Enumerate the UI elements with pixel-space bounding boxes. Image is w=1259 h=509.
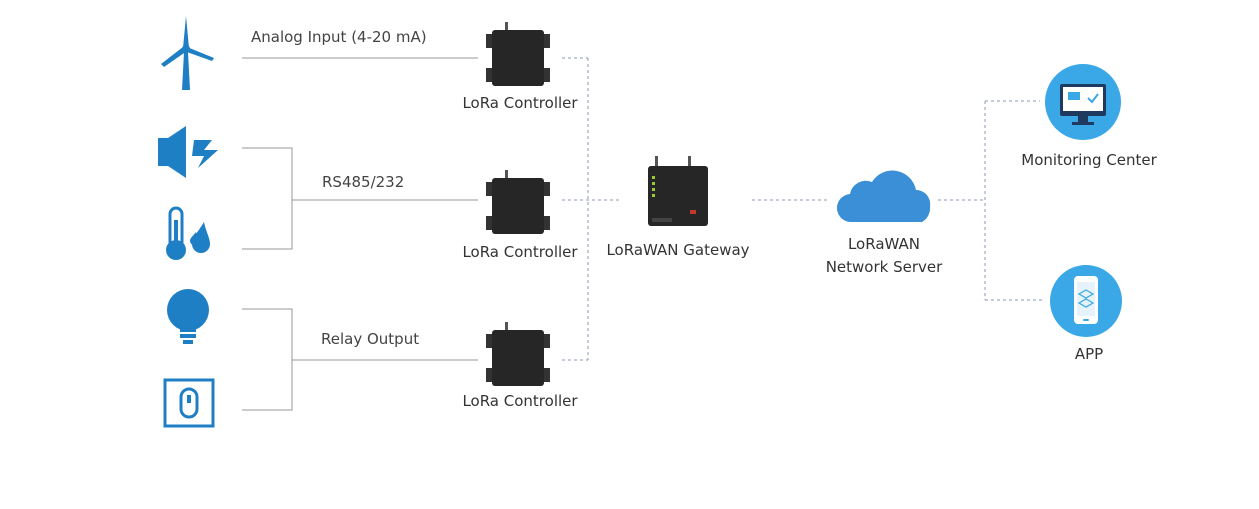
- analog-input-label: Analog Input (4-20 mA): [251, 28, 427, 46]
- gateway-label: LoRaWAN Gateway: [606, 241, 750, 259]
- relay-output-label: Relay Output: [321, 330, 420, 348]
- dashed-links: [562, 57, 1045, 361]
- lora-controller-3-device: [486, 322, 550, 386]
- thermometer-humidity-icon: [166, 206, 210, 260]
- controller-1-label: LoRa Controller: [462, 94, 578, 112]
- wind-turbine-icon: [161, 16, 214, 90]
- server-label-line1: LoRaWAN: [847, 235, 921, 253]
- monitor-icon: [1045, 64, 1121, 140]
- connection-lines: [242, 57, 478, 411]
- relay-bracket: [242, 308, 293, 411]
- lorawan-gateway-device: [648, 156, 708, 226]
- controller-3-label: LoRa Controller: [462, 392, 578, 410]
- monitoring-center-label: Monitoring Center: [1021, 151, 1157, 169]
- controller-2-label: LoRa Controller: [462, 243, 578, 261]
- serial-bracket: [242, 147, 293, 250]
- wall-switch-icon: [163, 378, 215, 428]
- cloud-icon: [836, 170, 931, 223]
- lora-controller-2-device: [486, 170, 550, 234]
- app-label: APP: [1074, 345, 1104, 363]
- speaker-icon: [158, 126, 218, 178]
- server-label-line2: Network Server: [825, 258, 943, 276]
- phone-app-icon: [1050, 265, 1122, 337]
- rs485-label: RS485/232: [322, 173, 405, 191]
- light-bulb-icon: [167, 289, 209, 344]
- lora-controller-1-device: [486, 22, 550, 86]
